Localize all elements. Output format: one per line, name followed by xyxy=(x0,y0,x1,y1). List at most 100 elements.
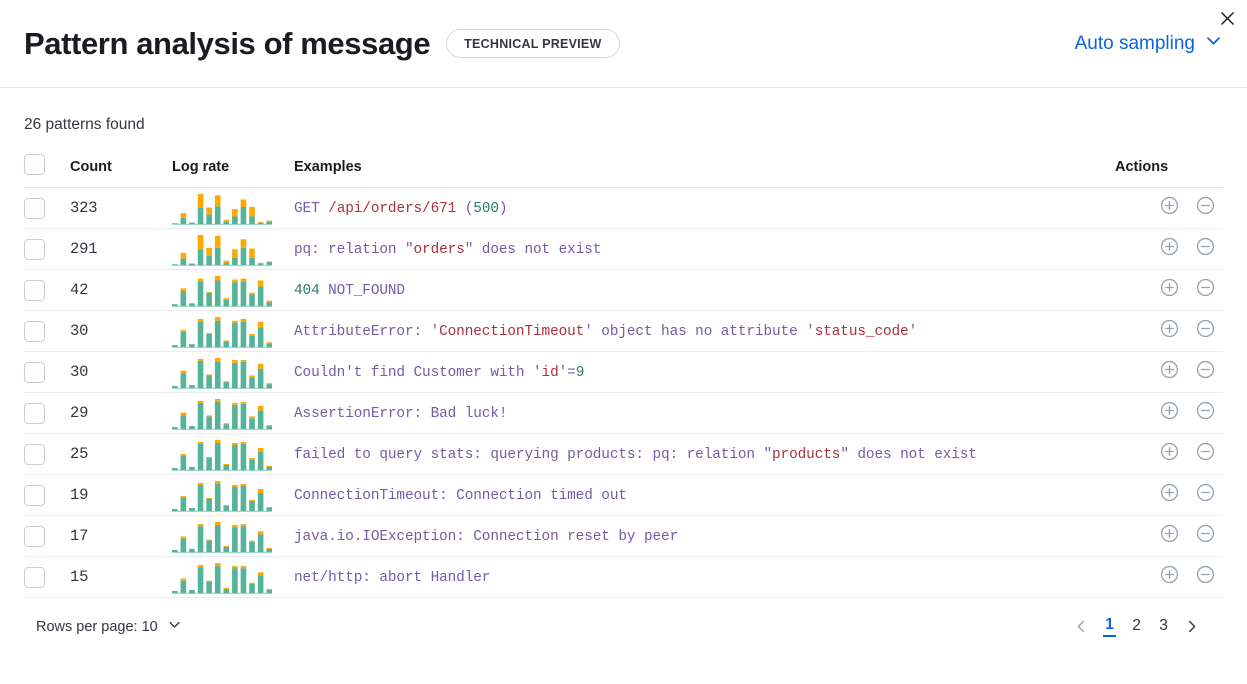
minus-circle-icon[interactable] xyxy=(1196,360,1215,384)
example-token: ( xyxy=(456,201,474,217)
row-example-cell: AttributeError: 'ConnectionTimeout' obje… xyxy=(294,310,1115,352)
example-token: /api/orders/671 xyxy=(328,201,457,217)
row-example-text: net/http: abort Handler xyxy=(294,570,490,586)
row-example-text: AssertionError: Bad luck! xyxy=(294,406,508,422)
minus-circle-icon[interactable] xyxy=(1196,401,1215,425)
row-log-rate-cell xyxy=(172,515,294,557)
log-rate-sparkline xyxy=(172,192,294,225)
row-actions-group xyxy=(1115,237,1223,261)
row-select-cell xyxy=(24,474,70,516)
close-icon[interactable] xyxy=(1213,4,1241,32)
row-count-value: 30 xyxy=(70,363,89,381)
select-all-checkbox[interactable] xyxy=(24,154,45,175)
auto-sampling-dropdown[interactable]: Auto sampling xyxy=(1075,31,1223,56)
row-example-text: 404 NOT_FOUND xyxy=(294,283,405,299)
row-count-cell: 323 xyxy=(70,187,172,229)
row-count-value: 15 xyxy=(70,568,89,586)
row-checkbox[interactable] xyxy=(24,197,45,219)
log-rate-sparkline xyxy=(172,397,294,430)
row-count-cell: 25 xyxy=(70,433,172,475)
plus-circle-icon[interactable] xyxy=(1160,565,1179,589)
row-checkbox[interactable] xyxy=(24,279,45,301)
row-count-cell: 30 xyxy=(70,351,172,393)
auto-sampling-label: Auto sampling xyxy=(1074,32,1195,54)
row-checkbox[interactable] xyxy=(24,443,45,465)
row-example-text: java.io.IOException: Connection reset by… xyxy=(294,529,678,545)
plus-circle-icon[interactable] xyxy=(1160,196,1179,220)
next-page-icon[interactable] xyxy=(1184,619,1199,634)
row-example-cell: Couldn't find Customer with 'id'=9 xyxy=(294,351,1115,393)
row-count-value: 323 xyxy=(70,199,98,217)
row-count-value: 17 xyxy=(70,527,89,545)
example-token: ) xyxy=(498,201,508,217)
row-actions-group xyxy=(1115,442,1223,466)
row-checkbox[interactable] xyxy=(24,402,45,424)
row-checkbox[interactable] xyxy=(24,361,45,383)
example-token: net/http: abort Handler xyxy=(294,570,491,586)
row-example-cell: java.io.IOException: Connection reset by… xyxy=(294,515,1115,557)
plus-circle-icon[interactable] xyxy=(1160,278,1179,302)
column-header-log-rate[interactable]: Log rate xyxy=(172,154,294,188)
row-checkbox[interactable] xyxy=(24,525,45,547)
minus-circle-icon[interactable] xyxy=(1196,278,1215,302)
minus-circle-icon[interactable] xyxy=(1196,524,1215,548)
table-row[interactable]: 323 GET /api/orders/671 (500) xyxy=(24,187,1223,229)
row-checkbox[interactable] xyxy=(24,566,45,588)
row-count-cell: 17 xyxy=(70,515,172,557)
row-checkbox[interactable] xyxy=(24,484,45,506)
row-actions-group xyxy=(1115,524,1223,548)
minus-circle-icon[interactable] xyxy=(1196,442,1215,466)
plus-circle-icon[interactable] xyxy=(1160,524,1179,548)
row-checkbox[interactable] xyxy=(24,238,45,260)
plus-circle-icon[interactable] xyxy=(1160,360,1179,384)
plus-circle-icon[interactable] xyxy=(1160,442,1179,466)
minus-circle-icon[interactable] xyxy=(1196,319,1215,343)
page-number-2[interactable]: 2 xyxy=(1132,617,1141,634)
page-number-3[interactable]: 3 xyxy=(1159,617,1168,634)
page-number-1[interactable]: 1 xyxy=(1103,616,1116,637)
previous-page-icon[interactable] xyxy=(1074,619,1089,634)
row-count-cell: 15 xyxy=(70,556,172,598)
table-row[interactable]: 17 java.io.IOException: Connection reset … xyxy=(24,515,1223,557)
row-example-cell: AssertionError: Bad luck! xyxy=(294,392,1115,434)
example-token: GET xyxy=(294,201,329,217)
example-token: status_code xyxy=(814,324,909,340)
table-row[interactable]: 15 net/http: abort Handler xyxy=(24,556,1223,598)
row-actions-cell xyxy=(1115,474,1223,516)
column-header-examples[interactable]: Examples xyxy=(294,154,1115,188)
column-header-count[interactable]: Count xyxy=(70,154,172,188)
row-log-rate-cell xyxy=(172,187,294,229)
row-actions-group xyxy=(1115,360,1223,384)
row-count-value: 25 xyxy=(70,445,89,463)
row-example-text: GET /api/orders/671 (500) xyxy=(294,201,508,217)
row-select-cell xyxy=(24,187,70,229)
rows-per-page-dropdown[interactable]: Rows per page: 10 xyxy=(36,617,182,636)
row-log-rate-cell xyxy=(172,351,294,393)
row-checkbox[interactable] xyxy=(24,320,45,342)
minus-circle-icon[interactable] xyxy=(1196,565,1215,589)
log-rate-sparkline xyxy=(172,274,294,307)
row-example-text: AttributeError: 'ConnectionTimeout' obje… xyxy=(294,324,917,340)
minus-circle-icon[interactable] xyxy=(1196,196,1215,220)
table-row[interactable]: 30 Couldn't find Customer with 'id'=9 xyxy=(24,351,1223,393)
minus-circle-icon[interactable] xyxy=(1196,237,1215,261)
table-row[interactable]: 25 failed to query stats: querying produc… xyxy=(24,433,1223,475)
example-token: failed to query stats: querying products… xyxy=(294,447,773,463)
plus-circle-icon[interactable] xyxy=(1160,483,1179,507)
chevron-down-icon xyxy=(167,617,182,636)
example-token: AttributeError: ' xyxy=(294,324,440,340)
plus-circle-icon[interactable] xyxy=(1160,237,1179,261)
plus-circle-icon[interactable] xyxy=(1160,319,1179,343)
minus-circle-icon[interactable] xyxy=(1196,483,1215,507)
example-token: " does not exist xyxy=(464,242,602,258)
log-rate-sparkline xyxy=(172,233,294,266)
example-token: AssertionError: Bad luck! xyxy=(294,406,508,422)
plus-circle-icon[interactable] xyxy=(1160,401,1179,425)
